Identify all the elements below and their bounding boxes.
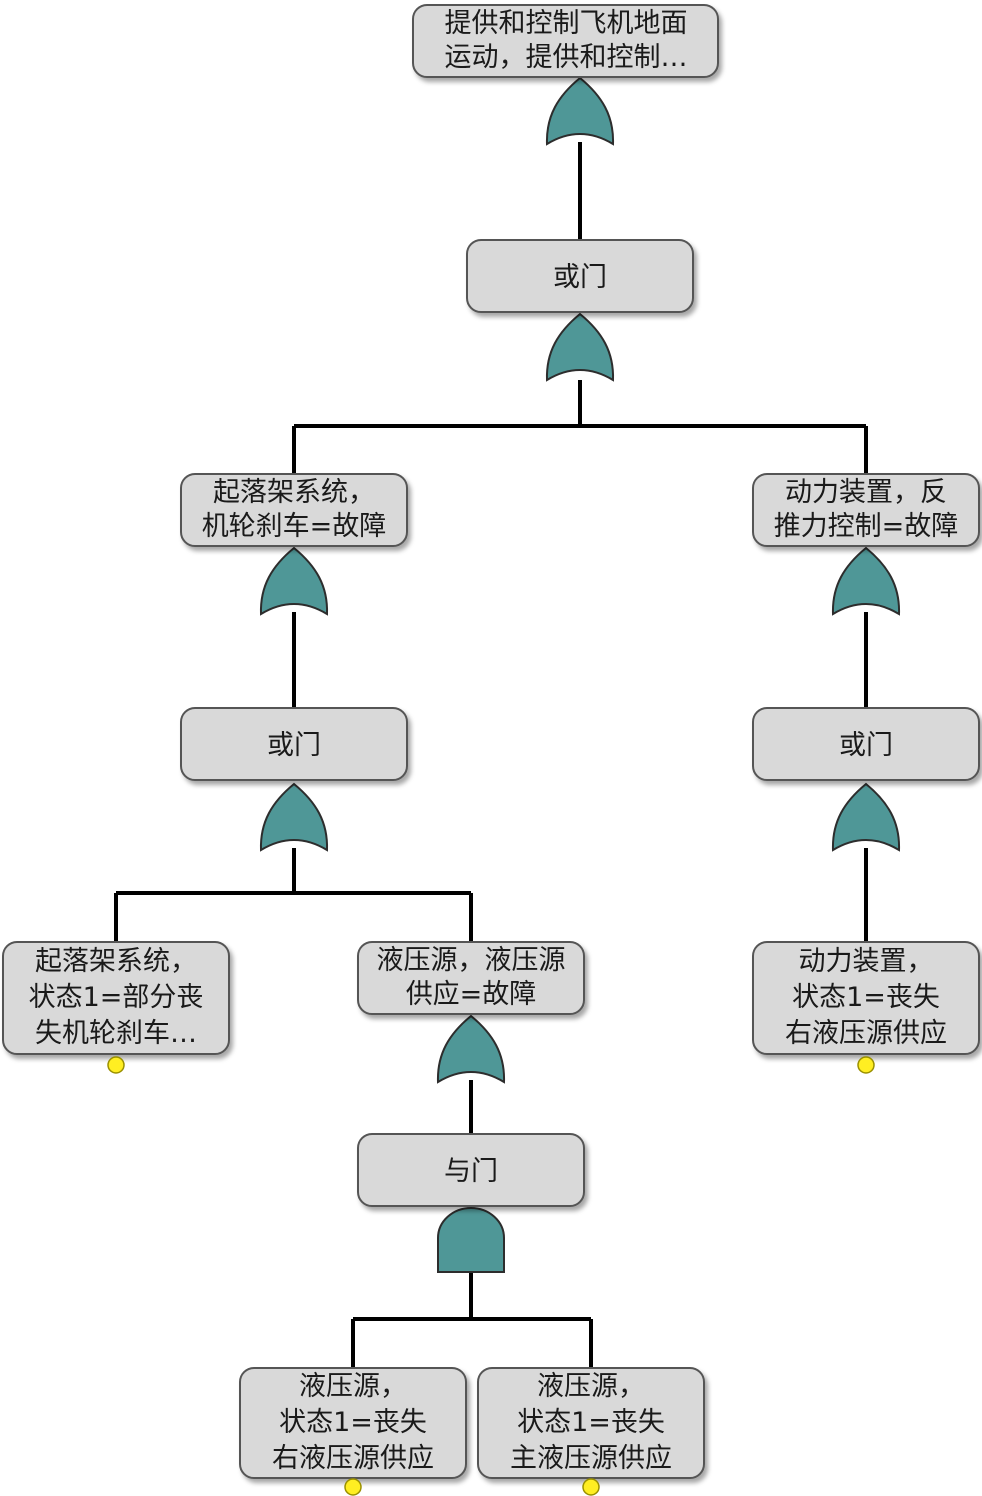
basic-event-box	[2, 941, 230, 1055]
node-label-line: 起落架系统，	[35, 946, 197, 977]
root-or-gate-node[interactable]: 或门	[466, 239, 694, 313]
or-gate-icon	[831, 546, 901, 616]
node-label-line: 机轮刹车=故障	[202, 511, 387, 542]
or-gate-icon	[831, 782, 901, 852]
node-label-line: 液压源，	[299, 1371, 407, 1402]
power-plant-event-box	[752, 473, 980, 547]
or-gate-box	[466, 239, 694, 313]
or-gate-icon	[436, 1014, 506, 1084]
landing-gear-event-box	[180, 473, 408, 547]
gate-label: 与门	[444, 1156, 498, 1187]
connectors	[114, 142, 868, 1368]
node-label-line: 液压源，液压源	[377, 945, 566, 976]
node-label-line: 状态1=丧失	[279, 1407, 427, 1438]
top-event-box	[412, 4, 719, 78]
basic-hyd-main-node[interactable]: 液压源， 状态1=丧失 主液压源供应	[477, 1367, 705, 1479]
node-label-line: 右液压源供应	[272, 1443, 434, 1474]
basic-event-box	[239, 1367, 467, 1479]
and-gate-icon	[437, 1207, 505, 1273]
node-label-line: 液压源，	[537, 1371, 645, 1402]
node-label-line: 主液压源供应	[510, 1443, 672, 1474]
or-gate-box	[752, 707, 980, 781]
or-gate-box	[180, 707, 408, 781]
basic-event-marker-icon	[107, 1056, 125, 1074]
node-label-line: 提供和控制飞机地面	[445, 8, 688, 39]
gate-label: 或门	[553, 262, 607, 293]
power-or-gate-node[interactable]: 或门	[752, 707, 980, 781]
landing-gear-event-node[interactable]: 起落架系统， 机轮刹车=故障	[180, 473, 408, 547]
gate-label: 或门	[267, 730, 321, 761]
basic-landing-gear-node[interactable]: 起落架系统， 状态1=部分丧 失机轮刹车…	[2, 941, 230, 1055]
node-label-line: 状态1=丧失	[517, 1407, 665, 1438]
hydraulic-supply-event-node[interactable]: 液压源，液压源 供应=故障	[357, 941, 585, 1015]
gate-label: 或门	[839, 730, 893, 761]
or-gate-icon	[259, 782, 329, 852]
or-gate-icon	[545, 312, 615, 382]
or-gate-icon	[545, 76, 615, 146]
basic-event-marker-icon	[582, 1478, 600, 1496]
node-label-line: 供应=故障	[406, 979, 537, 1010]
basic-hyd-right-node[interactable]: 液压源， 状态1=丧失 右液压源供应	[239, 1367, 467, 1479]
top-event-node[interactable]: 提供和控制飞机地面 运动，提供和控制…	[412, 4, 719, 78]
node-label-line: 动力装置，反	[785, 477, 947, 508]
hydraulic-supply-event-box	[357, 941, 585, 1015]
gate-symbols	[259, 76, 901, 1273]
and-gate-box	[357, 1133, 585, 1207]
node-label-line: 起落架系统，	[213, 477, 375, 508]
node-label-line: 状态1=丧失	[792, 982, 940, 1013]
basic-event-marker-icon	[344, 1478, 362, 1496]
basic-event-box	[752, 941, 980, 1055]
and-gate-node[interactable]: 与门	[357, 1133, 585, 1207]
basic-event-marker-icon	[857, 1056, 875, 1074]
basic-event-box	[477, 1367, 705, 1479]
node-label-line: 状态1=部分丧	[29, 982, 204, 1013]
or-gate-icon	[259, 546, 329, 616]
power-plant-event-node[interactable]: 动力装置，反 推力控制=故障	[752, 473, 980, 547]
landing-or-gate-node[interactable]: 或门	[180, 707, 408, 781]
node-label-line: 运动，提供和控制…	[445, 42, 688, 73]
basic-event-markers	[107, 1056, 875, 1496]
node-label-line: 右液压源供应	[785, 1018, 947, 1049]
node-label-line: 失机轮刹车…	[35, 1018, 197, 1049]
node-label-line: 动力装置，	[799, 946, 934, 977]
node-label-line: 推力控制=故障	[774, 511, 959, 542]
basic-power-plant-node[interactable]: 动力装置， 状态1=丧失 右液压源供应	[752, 941, 980, 1055]
